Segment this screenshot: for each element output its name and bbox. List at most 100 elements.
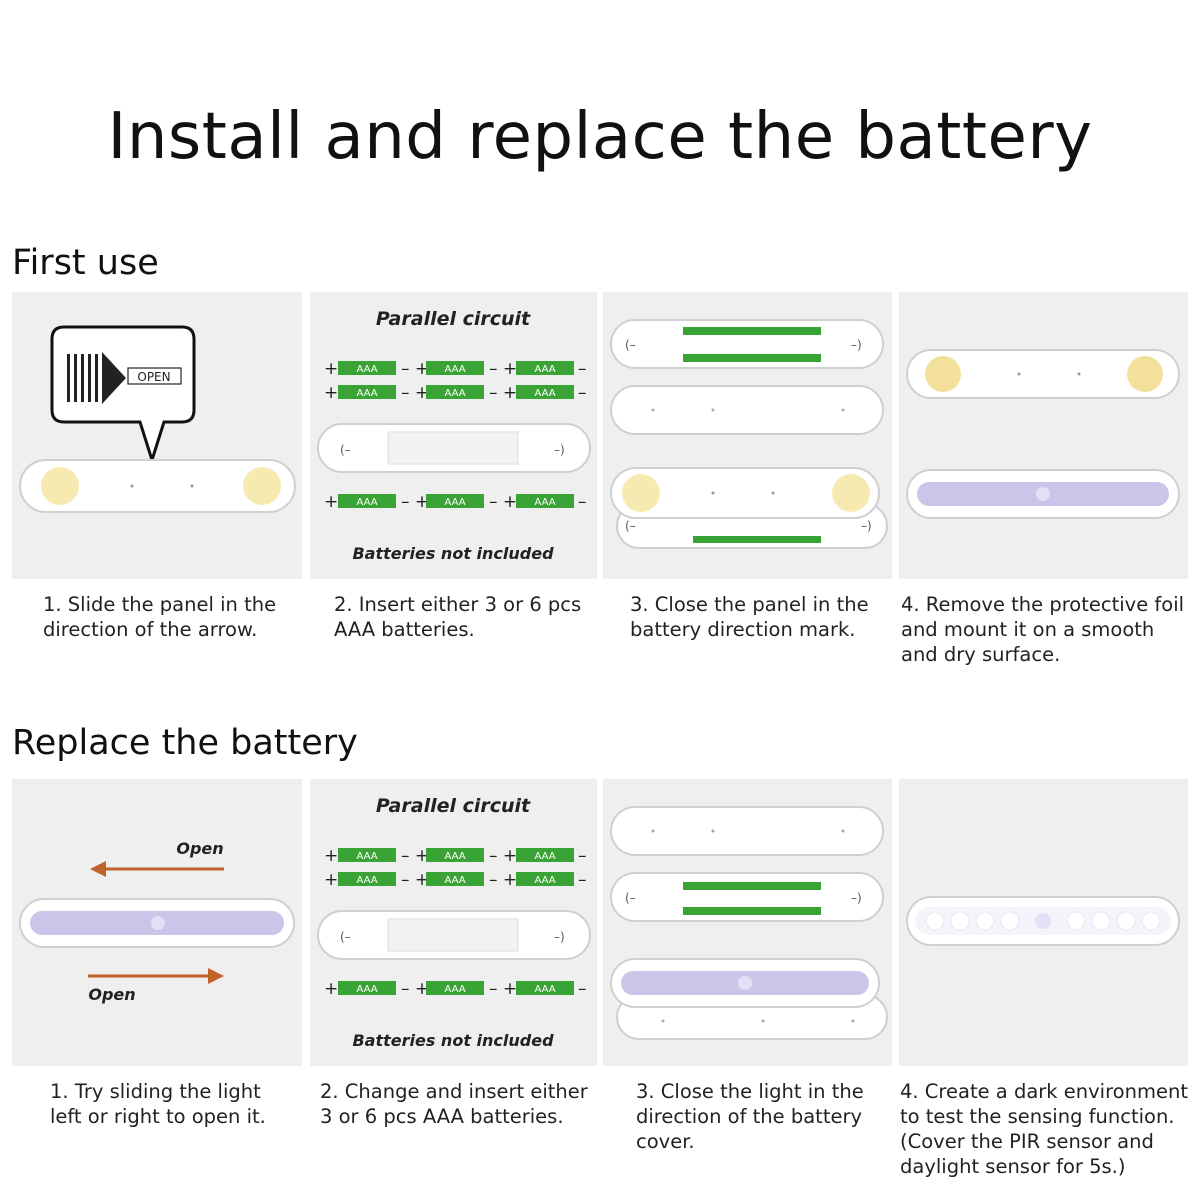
battery-label: AAA — [534, 851, 555, 862]
caption-line: and dry surface. — [901, 643, 1061, 666]
replace-caption-3: 3. Close the light in the direction of t… — [636, 1079, 864, 1154]
first-use-caption-2: 2. Insert either 3 or 6 pcs AAA batterie… — [334, 592, 581, 642]
svg-text:–): –) — [851, 338, 862, 352]
svg-text:+: + — [324, 359, 338, 379]
light-cover-back — [610, 806, 884, 856]
caption-line: 2. Insert either 3 or 6 pcs — [334, 593, 582, 616]
light-glowing — [906, 896, 1180, 946]
battery-label: AAA — [356, 388, 377, 399]
caption-line: 2. Change and insert either — [320, 1080, 588, 1103]
replace-step3-panel: (– –) — [603, 779, 892, 1066]
battery-row-2: + AAA – + AAA – + AAA – — [324, 870, 587, 890]
svg-text:–): –) — [554, 930, 565, 944]
battery-label: AAA — [356, 851, 377, 862]
battery-row-2: + AAA – + AAA – + AAA – — [324, 383, 587, 403]
replace-step4-panel — [899, 779, 1188, 1066]
caption-line: and mount it on a smooth — [901, 618, 1155, 641]
svg-text:–: – — [578, 870, 587, 890]
compartment-with-batteries: (– –) — [610, 872, 884, 922]
svg-text:– +: – + — [401, 492, 429, 512]
svg-text:– +: – + — [489, 492, 517, 512]
first-use-step4-panel — [899, 292, 1188, 579]
replace-step1-panel: Open Open — [12, 779, 302, 1066]
light-cover-back — [610, 385, 884, 435]
section-heading-replace: Replace the battery — [12, 723, 358, 763]
svg-text:–: – — [578, 359, 587, 379]
battery-label: AAA — [444, 388, 465, 399]
batteries-note: Batteries not included — [352, 544, 554, 563]
battery-label: AAA — [534, 875, 555, 886]
battery-row-3: + AAA – + AAA – + AAA – — [324, 979, 587, 999]
replace-caption-2: 2. Change and insert either 3 or 6 pcs A… — [320, 1079, 588, 1129]
replace-step2-panel: Parallel circuit + AAA – + AAA – + AAA –… — [310, 779, 597, 1066]
battery-label: AAA — [356, 364, 377, 375]
battery-label: AAA — [444, 364, 465, 375]
battery-label: AAA — [534, 364, 555, 375]
svg-text:–: – — [578, 492, 587, 512]
svg-text:– +: – + — [401, 870, 429, 890]
first-use-step3-panel: (– –) (– –) — [603, 292, 892, 579]
svg-text:–: – — [578, 979, 587, 999]
speech-bubble — [50, 325, 196, 465]
svg-text:–): –) — [851, 891, 862, 905]
svg-text:+: + — [324, 870, 338, 890]
arrow-left-icon — [90, 861, 224, 877]
battery-row-1: + AAA – + AAA – + AAA – — [324, 846, 587, 866]
arrow-right-icon — [88, 968, 224, 984]
caption-line: 3. Close the panel in the — [630, 593, 869, 616]
caption-line: 1. Slide the panel in the — [43, 593, 277, 616]
caption-line: 4. Create a dark environment — [900, 1080, 1188, 1103]
circuit-heading: Parallel circuit — [376, 795, 531, 817]
svg-text:– +: – + — [489, 846, 517, 866]
battery-compartment: (– –) — [317, 910, 591, 960]
battery-label: AAA — [444, 984, 465, 995]
caption-line: daylight sensor for 5s.) — [900, 1155, 1126, 1178]
svg-text:+: + — [324, 979, 338, 999]
svg-text:(–: (– — [340, 930, 351, 944]
svg-text:(–: (– — [340, 443, 351, 457]
page-title: Install and replace the battery — [107, 100, 1093, 174]
first-use-caption-4: 4. Remove the protective foil and mount … — [901, 592, 1184, 667]
light-bar-open — [19, 459, 296, 513]
svg-text:+: + — [324, 383, 338, 403]
caption-line: left or right to open it. — [50, 1105, 266, 1128]
battery-label: AAA — [356, 984, 377, 995]
battery-label: AAA — [356, 875, 377, 886]
caption-line: 3. Close the light in the — [636, 1080, 864, 1103]
caption-line: 4. Remove the protective foil — [901, 593, 1185, 616]
light-front — [906, 469, 1180, 519]
compartment-with-batteries: (– –) — [610, 319, 884, 369]
replace-caption-1: 1. Try sliding the light left or right t… — [50, 1079, 266, 1129]
svg-text:–: – — [578, 846, 587, 866]
svg-text:– +: – + — [489, 979, 517, 999]
first-use-caption-3: 3. Close the panel in the battery direct… — [630, 592, 869, 642]
replace-caption-4: 4. Create a dark environment to test the… — [900, 1079, 1188, 1179]
svg-text:(–: (– — [625, 519, 636, 533]
caption-line: direction of the battery — [636, 1105, 863, 1128]
open-label-bottom: Open — [88, 985, 135, 1004]
section-heading-first-use: First use — [12, 243, 159, 283]
circuit-heading: Parallel circuit — [376, 308, 531, 330]
slide-arrow-icon — [67, 352, 126, 404]
battery-label: AAA — [534, 388, 555, 399]
battery-label: AAA — [534, 984, 555, 995]
caption-line: cover. — [636, 1130, 695, 1153]
caption-line: AAA batteries. — [334, 618, 475, 641]
svg-text:– +: – + — [401, 846, 429, 866]
open-label: OPEN — [137, 370, 170, 384]
battery-label: AAA — [356, 497, 377, 508]
open-label-top: Open — [176, 839, 223, 858]
svg-text:–: – — [578, 383, 587, 403]
caption-line: (Cover the PIR sensor and — [900, 1130, 1154, 1153]
battery-compartment: (– –) — [317, 423, 591, 473]
battery-row-1: + AAA – + AAA – + AAA – — [324, 359, 587, 379]
caption-line: 3 or 6 pcs AAA batteries. — [320, 1105, 564, 1128]
battery-label: AAA — [444, 875, 465, 886]
svg-text:–): –) — [861, 519, 872, 533]
svg-text:– +: – + — [489, 383, 517, 403]
first-use-step2-panel: Parallel circuit + AAA – + AAA – + AAA –… — [310, 292, 597, 579]
svg-text:– +: – + — [489, 870, 517, 890]
light-front — [610, 958, 880, 1008]
adhesive-back — [906, 349, 1180, 399]
open-tag — [127, 367, 182, 385]
